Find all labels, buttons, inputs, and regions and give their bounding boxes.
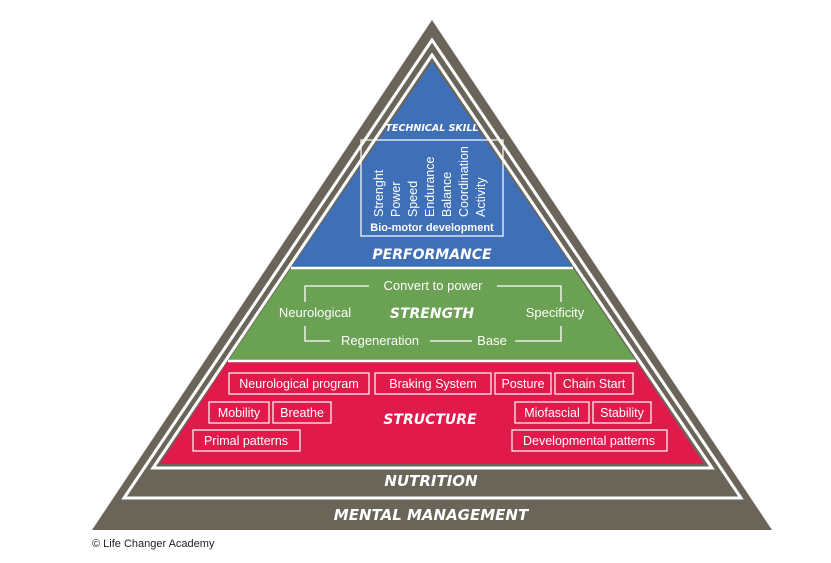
quality-activity: Activity [474,177,488,217]
quality-strenght: Strenght [372,169,386,217]
braking-system-label: Braking System [389,377,477,391]
structure-boxes: Neurological program Braking System Post… [192,372,668,452]
mobility-box [208,401,270,424]
biomotor-label: Bio-motor development [370,222,494,234]
mental-management-title: MENTAL MANAGEMENT [334,506,530,524]
biomotor-qualities: Strenght Power Speed Endurance Balance C… [372,146,488,217]
strength-layer [228,268,636,361]
quality-balance: Balance [440,172,454,217]
neurological-program-label: Neurological program [239,377,359,391]
developmental-patterns-box [511,429,668,452]
posture-box [494,372,552,395]
mobility-label: Mobility [218,406,261,420]
breathe-label: Breathe [280,406,324,420]
structure-outline [150,52,715,470]
stability-label: Stability [600,406,645,420]
base-label: Base [477,333,507,348]
specificity-label: Specificity [526,305,585,320]
nutrition-outline [121,37,744,500]
structure-title: STRUCTURE [383,412,477,428]
chain-start-label: Chain Start [563,377,626,391]
primal-patterns-label: Primal patterns [204,434,288,448]
copyright-text: © Life Changer Academy [92,538,215,550]
structure-layer [160,361,704,464]
convert-to-power-label: Convert to power [384,278,484,293]
technical-skill-label: TECHNICAL SKILL [386,123,479,134]
biomotor-box [360,139,504,237]
quality-speed: Speed [406,181,420,217]
performance-title: PERFORMANCE [372,247,492,263]
miofascial-label: Miofascial [524,406,580,420]
strength-cycle-lines [304,285,562,342]
quality-endurance: Endurance [423,156,437,217]
regeneration-label: Regeneration [341,333,419,348]
miofascial-box [514,401,590,424]
primal-patterns-box [192,429,301,452]
nutrition-title: NUTRITION [384,472,478,490]
neurological-label: Neurological [279,305,351,320]
neurological-program-box [228,372,370,395]
posture-label: Posture [501,377,544,391]
breathe-box [272,401,332,424]
strength-title: STRENGTH [390,306,474,322]
braking-system-box [374,372,492,395]
quality-coordination: Coordination [457,146,471,217]
chain-start-box [554,372,634,395]
stability-box [592,401,652,424]
developmental-patterns-label: Developmental patterns [523,434,655,448]
quality-power: Power [389,182,403,217]
